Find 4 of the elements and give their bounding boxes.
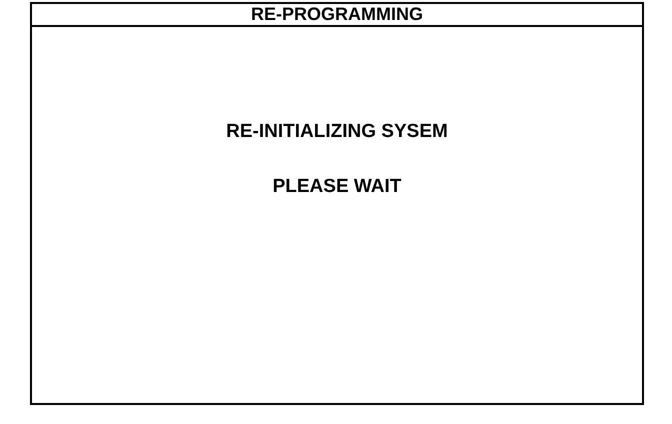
status-message: RE-INITIALIZING SYSEM (226, 120, 448, 144)
wait-message: PLEASE WAIT (272, 175, 402, 199)
display-screen (30, 2, 644, 405)
screen-title: RE-PROGRAMMING (251, 4, 423, 25)
